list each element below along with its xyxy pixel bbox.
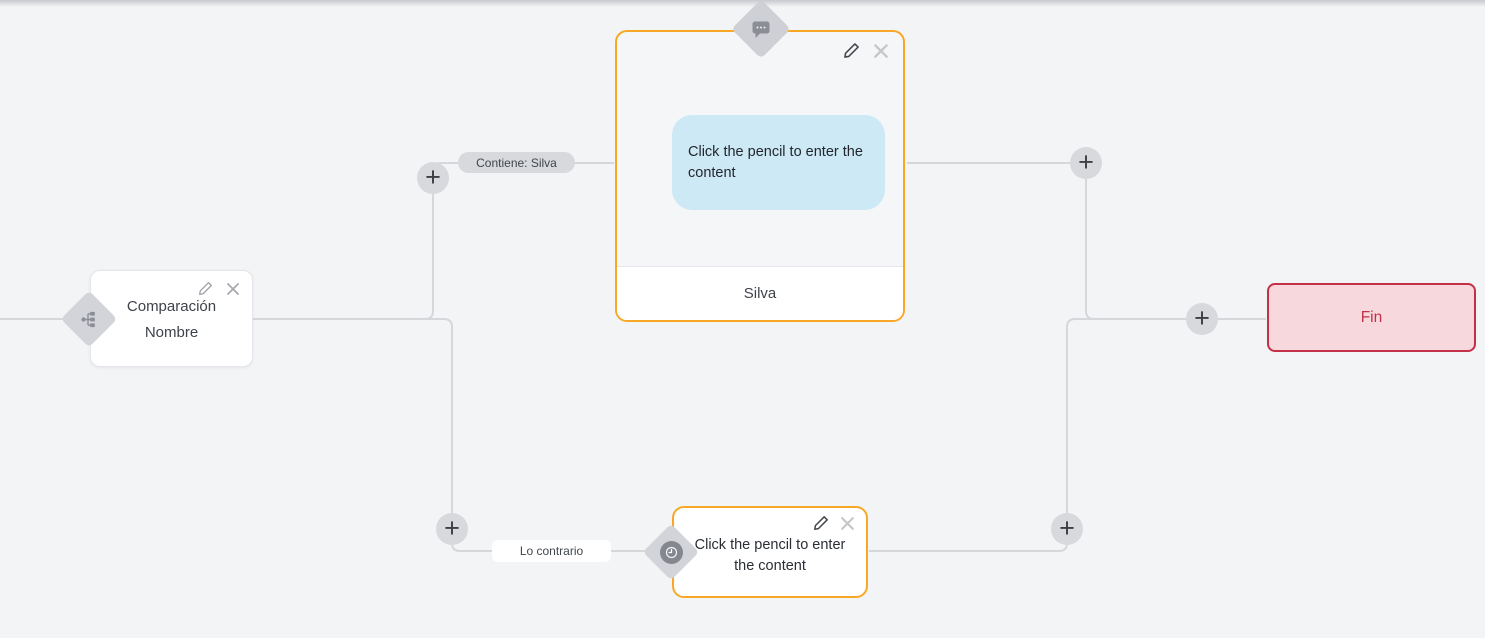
message-type-diamond: [731, 0, 791, 59]
add-node-button-top-left[interactable]: +: [417, 162, 449, 194]
branch-label-contains: Contiene: Silva: [458, 152, 575, 173]
top-edge-shadow: [0, 0, 1485, 7]
action-placeholder-text: Click the pencil to enter the content: [694, 537, 846, 574]
fin-label: Fin: [1360, 308, 1383, 326]
branch-label-otherwise: Lo contrario: [492, 540, 611, 562]
pencil-icon: [814, 516, 828, 530]
comparison-node[interactable]: Comparación Nombre: [90, 270, 253, 367]
message-node[interactable]: Click the pencil to enter the content Si…: [615, 30, 905, 322]
delete-action-button[interactable]: [840, 516, 855, 531]
edit-node-button[interactable]: [198, 281, 213, 296]
node-title-line2: Nombre: [144, 324, 199, 341]
fin-node[interactable]: Fin: [1267, 283, 1476, 352]
pencil-icon: [844, 43, 859, 58]
add-node-button-bottom-left[interactable]: +: [436, 513, 468, 545]
message-placeholder-text: Click the pencil to enter the content: [688, 143, 863, 181]
close-icon: [227, 282, 239, 295]
wait-type-diamond: [642, 523, 700, 581]
chat-bubble-icon: [752, 21, 770, 38]
delete-node-button[interactable]: [226, 282, 240, 296]
condition-type-diamond: [60, 290, 118, 348]
add-node-button-bottom-right[interactable]: +: [1051, 513, 1083, 545]
message-footer-label: Silva: [743, 285, 777, 302]
add-node-button-before-fin[interactable]: +: [1186, 303, 1218, 335]
edge-top-to-fin: [907, 162, 1266, 320]
close-icon: [841, 516, 854, 530]
edit-message-button[interactable]: [843, 42, 860, 59]
close-icon: [874, 43, 888, 58]
pencil-icon: [199, 282, 212, 295]
action-node[interactable]: Click the pencil to enter the content: [672, 506, 868, 598]
sitemap-icon: [80, 311, 95, 327]
clock-icon: [665, 546, 677, 558]
edit-action-button[interactable]: [813, 515, 829, 531]
node-title-line1: Comparación: [126, 298, 217, 315]
delete-message-button[interactable]: [873, 43, 889, 59]
add-node-button-top-right[interactable]: +: [1070, 147, 1102, 179]
message-preview-bubble: Click the pencil to enter the content: [672, 115, 885, 210]
message-footer: Silva: [617, 266, 903, 320]
